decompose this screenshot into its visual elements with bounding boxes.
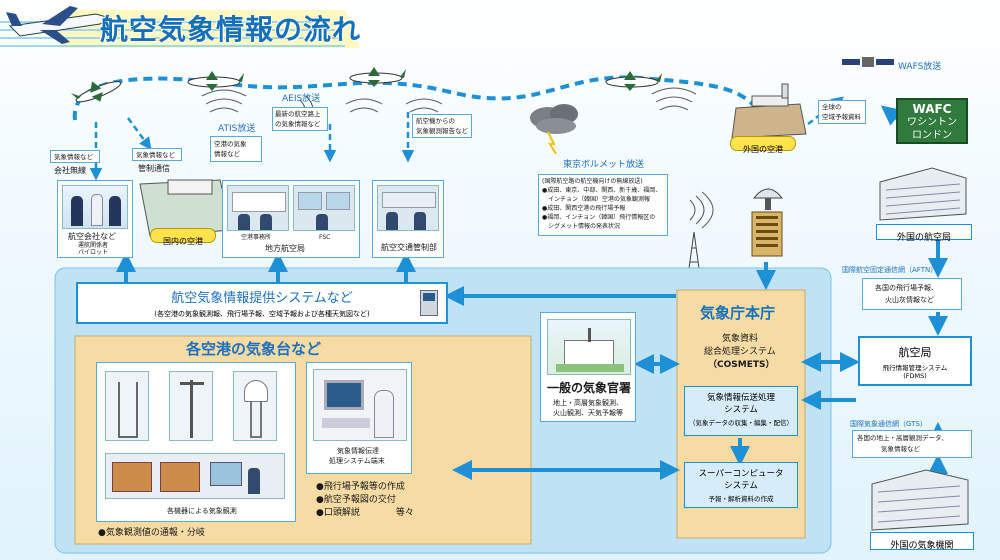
pilot-report-note: 航空機からの 気象観測報告など: [412, 114, 472, 138]
domestic-airport-label: 国内の空港: [150, 228, 216, 246]
foreign-aviation-label: 外国の航空局: [876, 224, 972, 243]
jma-title: 気象庁本庁: [700, 304, 776, 322]
gts-box: 各国の地上・高層観測データ、 気象情報など: [852, 430, 972, 458]
cosmets-line-1: 気象資料: [722, 334, 759, 344]
supercomputer-box: スーパーコンピュータ システム 予報・解析資料の作成: [684, 462, 798, 508]
cosmets-line-3: （COSMETS）: [708, 360, 775, 370]
airplane-1: [70, 81, 122, 103]
obs-bullet-2: ●航空予報図の交付: [316, 495, 396, 505]
anemometer-illustration: [169, 371, 213, 441]
atc-illustration: [377, 185, 439, 231]
weather-info-note-2: 気象情報など: [132, 148, 182, 161]
fsc-illustration: [293, 185, 355, 231]
foreign-aviation-building: [879, 167, 967, 221]
company-radio-label: 会社無線: [54, 166, 86, 175]
general-office-card: 一般の気象官署 地上・高層気象観測、 火山観測、天気予報等: [540, 312, 636, 422]
route-arrows: [89, 96, 844, 181]
radar-dish-illustration: [752, 188, 784, 210]
foreign-airport-label: 外国の空港: [730, 136, 796, 154]
cosmets-line-2: 総合処理システム: [704, 347, 776, 357]
flight-route: [72, 75, 762, 121]
terminal-card: 気象情報伝達 処理システム端末: [306, 362, 412, 474]
wafc-box: WAFC ワシントン ロンドン: [896, 98, 968, 144]
airplane-3: [349, 67, 406, 87]
wafs-note: 全球の 空域予報資料: [818, 100, 866, 124]
aftn-label: 国際航空固定通信網（AFTN）: [842, 266, 938, 274]
page-title: 航空気象情報の流れ: [100, 13, 362, 46]
radar-dome-illustration: [233, 371, 277, 441]
wafs-label: WAFS放送: [898, 62, 942, 72]
aftn-box: 各国の飛行場予報、 火山灰情報など: [862, 278, 962, 310]
airport-obs-title: 各空港の気象台など: [186, 340, 322, 358]
jet-title-illustration: [6, 6, 112, 44]
provider-system-title: 航空気象情報提供システムなど: [171, 291, 353, 306]
regional-bureau-card: 空港事務所 FSC 地方航空局: [222, 180, 360, 258]
control-comm-label: 管制通信: [138, 164, 170, 173]
satellite-illustration: [842, 57, 894, 67]
title-band: [0, 10, 360, 48]
aeis-label: AEIS放送: [282, 94, 321, 104]
airport-office-illustration: [227, 185, 289, 231]
weather-info-note-1: 気象情報など: [50, 150, 100, 163]
obs-bottom-bullet: ●気象観測値の通報・分岐: [98, 528, 205, 538]
airplane-4: [605, 71, 662, 91]
gts-label: 国際気象通信網（GTS）: [850, 420, 927, 428]
observation-room-illustration: [105, 453, 285, 499]
atis-label: ATIS放送: [218, 124, 256, 134]
airline-card: 航空会社など 運航関係者 パイロット: [57, 180, 133, 258]
tokyo-volmet-label: 東京ボルメット放送: [563, 160, 645, 170]
domestic-airport-illustration: [139, 179, 233, 237]
instruments-card: 各機器による気象観測: [96, 362, 296, 522]
obs-bullet-3: ●口頭解説 等々: [316, 508, 414, 518]
atis-note: 空港の気象 情報など: [210, 136, 262, 162]
foreign-airport-illustration: [731, 83, 807, 139]
airline-staff-illustration: [62, 185, 128, 229]
obs-bullet-1: ●飛行場予報等の作成: [316, 482, 405, 492]
airplane-2: [187, 71, 244, 91]
operator-terminal-illustration: [313, 369, 407, 441]
foreign-met-label: 外国の気象機関: [870, 532, 974, 551]
storm-cloud-illustration: [530, 104, 578, 155]
instrument-tower-illustration: [105, 371, 149, 441]
volmet-info-box: (国際航空路の航空機向けの無線放送) ●成田、東京、中部、関西、新千歳、福岡、 …: [538, 174, 668, 236]
provider-system-box: 航空気象情報提供システムなど (各空港の気象観測報、飛行場予報、空域予報および各…: [76, 282, 448, 324]
foreign-met-building: [871, 469, 969, 531]
provider-system-sub: (各空港の気象観測報、飛行場予報、空域予報および各種天気図など): [154, 310, 370, 318]
jma-building-illustration: [751, 211, 783, 257]
transmit-system-box: 気象情報伝送処理 システム （気象データの収集・編集・配信）: [684, 386, 798, 436]
atc-card: 航空交通管制部: [372, 180, 444, 258]
terminal-icon: [420, 290, 438, 316]
civil-aviation-box: 航空局 飛行情報管理システム (FDMS): [858, 336, 972, 386]
weather-office-illustration: [547, 319, 631, 375]
aeis-note: 最新の航空路上 の気象情報など: [272, 107, 328, 131]
